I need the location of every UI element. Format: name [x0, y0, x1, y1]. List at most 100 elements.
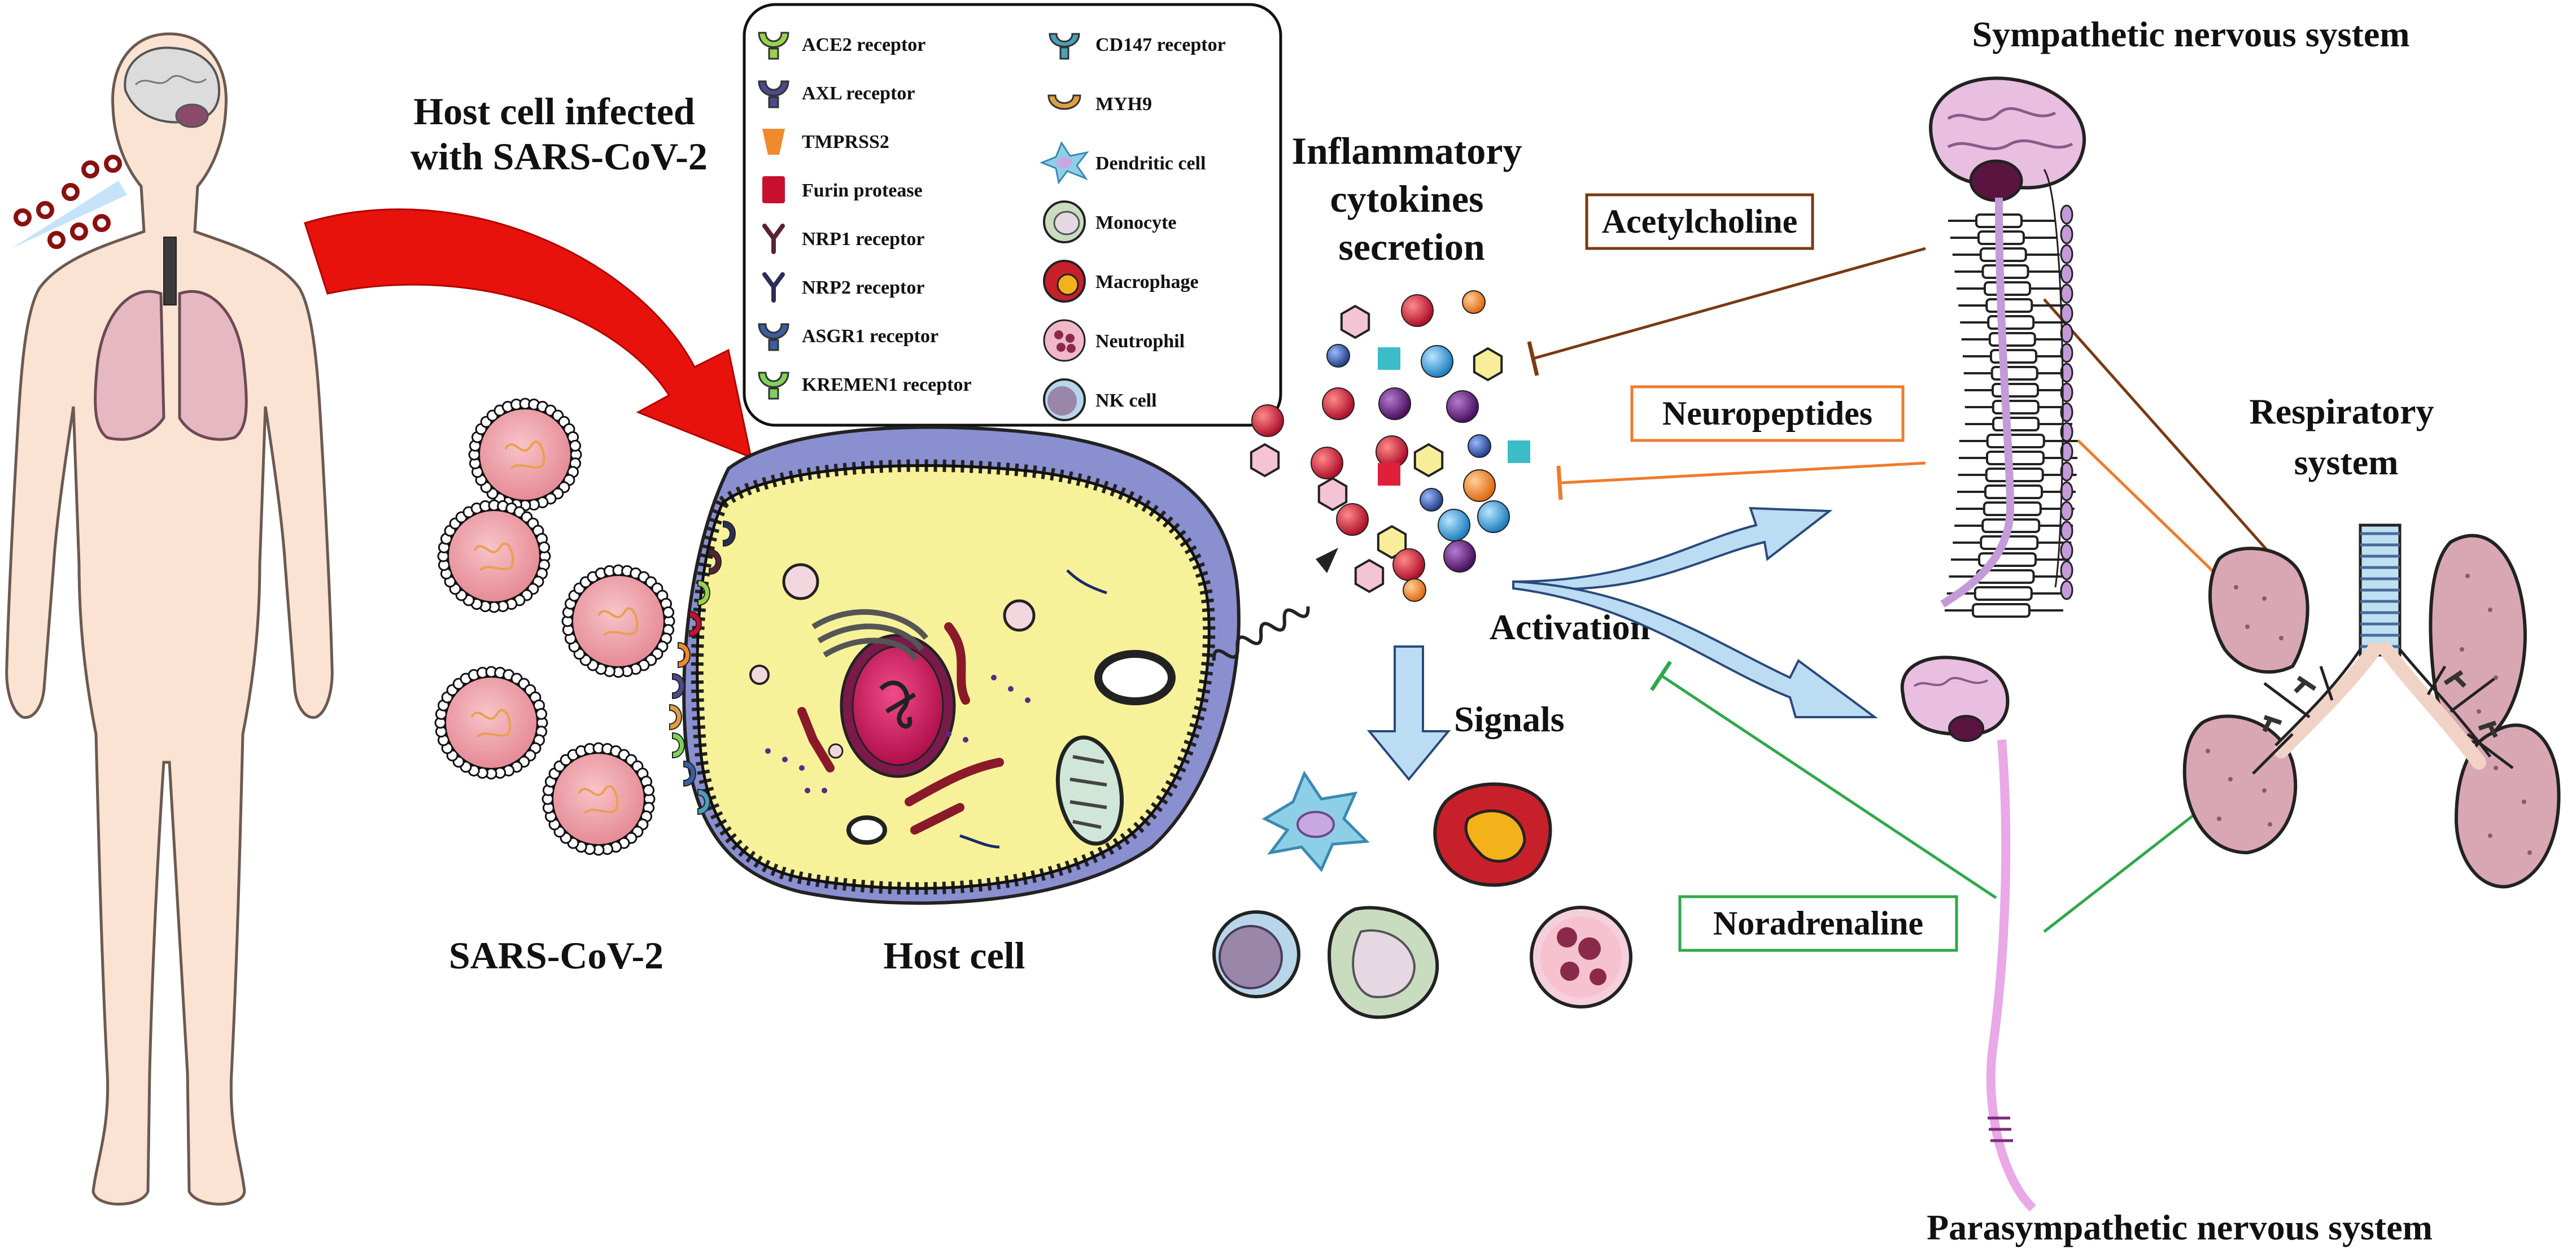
- kremen1-receptor-icon: [758, 372, 789, 400]
- noradrenaline-line: [1659, 673, 1997, 900]
- virion-icon: [434, 666, 548, 780]
- noradrenaline-box: [1678, 895, 1958, 952]
- cytokine-icon: [1438, 509, 1470, 542]
- cd147-receptor-icon: [1049, 33, 1080, 60]
- acetylcholine-inhibit-bar: [1527, 341, 1539, 376]
- cytokine-icon: [1322, 387, 1355, 420]
- legend-label-left-6: ASGR1 receptor: [802, 326, 938, 347]
- tmprss2-icon: [762, 129, 785, 155]
- cytokine-icon: [1376, 435, 1408, 468]
- cytokine-icon: [1477, 500, 1510, 533]
- cytokine-icon: [1473, 347, 1503, 382]
- immune-cells-group: [1212, 770, 1632, 1019]
- host-infected-label: Host cell infected with SARS-CoV-2: [411, 90, 708, 178]
- respiratory-system: [2182, 523, 2561, 889]
- parasympathetic-brain-icon: [1900, 656, 2010, 736]
- nrp2-receptor-icon: [762, 272, 785, 303]
- cytokine-icon: [1326, 344, 1350, 368]
- legend-label-left-3: Furin protease: [802, 180, 923, 201]
- furin-protease-icon: [762, 176, 785, 203]
- legend-label-right-2: Dendritic cell: [1095, 153, 1206, 174]
- cytokine-icon: [1378, 463, 1400, 486]
- vertebra: [1985, 298, 2033, 313]
- acetylcholine-box: [1585, 193, 1814, 250]
- vertebra: [1980, 535, 2039, 550]
- neuropeptides-label: Neuropeptides: [1662, 395, 1872, 432]
- monocyte-icon: [1328, 906, 1439, 1019]
- legend-label-right-3: Monocyte: [1095, 212, 1177, 233]
- macrophage-icon: [1043, 260, 1086, 303]
- asgr1-receptor-icon: [758, 323, 789, 351]
- vertebra: [1992, 417, 2040, 431]
- cytokine-icon: [1392, 548, 1425, 581]
- cytokine-icon: [1468, 434, 1491, 458]
- nk-cell-icon: [1043, 378, 1086, 421]
- cytokine-icon: [1421, 345, 1453, 378]
- virion-icon: [561, 564, 675, 678]
- membrane-receptor-icon: [669, 704, 682, 731]
- neuropeptides-line: [1561, 461, 1926, 484]
- vertebra: [1987, 315, 2035, 330]
- dendritic-cell-icon: [1039, 141, 1089, 185]
- noradrenaline-label: Noradrenaline: [1713, 905, 1923, 942]
- noradrenaline-inhibit-bar: [1650, 661, 1672, 691]
- legend-label-right-6: NK cell: [1095, 390, 1157, 411]
- cytokine-icon: [1377, 525, 1407, 560]
- vertebra: [1985, 451, 2045, 465]
- cytokine-icon: [1354, 558, 1385, 593]
- host-cell-label: Host cell: [883, 934, 1025, 977]
- macrophage-icon: [1433, 782, 1552, 887]
- axl-receptor-icon: [758, 80, 789, 108]
- membrane-receptor-icon: [723, 520, 736, 547]
- virion-icon: [437, 499, 551, 613]
- virion-icon: [542, 742, 656, 856]
- sympathetic-nervous-system: [1929, 76, 2086, 618]
- vertebra: [1974, 586, 2033, 601]
- nrp1-receptor-icon: [762, 224, 785, 254]
- membrane-receptor-icon: [672, 673, 685, 700]
- virion-icon: [468, 398, 582, 512]
- acetylcholine-lung-line: [2043, 298, 2271, 555]
- legend-label-right-4: Macrophage: [1095, 272, 1199, 292]
- cytokine-icon: [1378, 387, 1411, 420]
- legend-label-left-2: TMPRSS2: [802, 132, 889, 152]
- inflammatory-label: Inflammatory cytokines secretion: [1292, 129, 1532, 268]
- legend-label-right-1: MYH9: [1095, 94, 1152, 115]
- sympathetic-label: Sympathetic nervous system: [1972, 14, 2409, 54]
- vertebra: [1985, 468, 2044, 482]
- legend-label-left-5: NRP2 receptor: [802, 277, 924, 298]
- cytokine-icon: [1340, 304, 1370, 339]
- cytokine-icon: [1336, 503, 1369, 536]
- vertebra: [1981, 264, 2029, 279]
- vertebra: [1991, 383, 2039, 398]
- legend-label-left-1: AXL receptor: [802, 83, 915, 104]
- cytokine-icon: [1378, 347, 1400, 370]
- lung-lobe-lower-left: [2182, 714, 2298, 855]
- cytokine-icon: [1413, 443, 1444, 478]
- parasympathetic-nervous-system: [1900, 656, 2036, 1212]
- lung-lobe-upper-left: [2208, 547, 2309, 674]
- membrane-receptor-icon: [697, 788, 710, 815]
- cytokine-icon: [1463, 469, 1496, 502]
- vertebra: [1990, 366, 2038, 381]
- noradrenaline-lung-line: [2043, 801, 2212, 933]
- infection-arrow: [304, 208, 753, 459]
- cytokine-icon: [1446, 390, 1479, 423]
- host-cell: [669, 425, 1241, 905]
- membrane-receptor-icon: [683, 760, 696, 787]
- neuropeptides-box: [1630, 385, 1905, 442]
- vertebra: [1984, 281, 2031, 296]
- vertebra: [1986, 434, 2045, 448]
- signals-arrow: [1366, 645, 1451, 782]
- acetylcholine-line: [1532, 247, 1926, 360]
- activation-arrows: [1512, 507, 1879, 718]
- dendritic-cell-icon: [1261, 770, 1370, 872]
- cytokine-icon: [1317, 477, 1348, 512]
- vertebra: [1992, 400, 2040, 414]
- nk-cell-icon: [1212, 910, 1300, 998]
- parasympathetic-label: Parasympathetic nervous system: [1927, 1207, 2433, 1247]
- myh9-icon: [1047, 94, 1081, 110]
- human-body-figure: [5, 32, 334, 1206]
- legend-label-left-7: KREMEN1 receptor: [802, 374, 972, 395]
